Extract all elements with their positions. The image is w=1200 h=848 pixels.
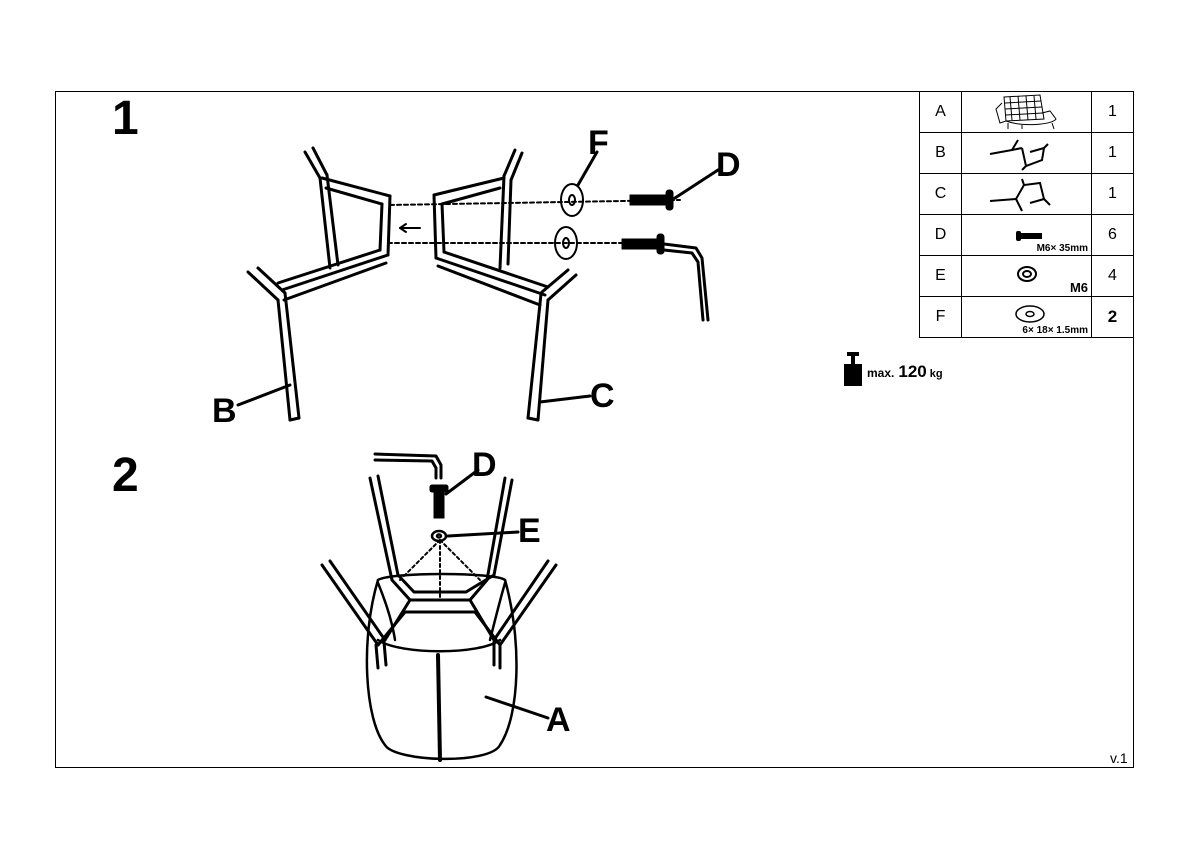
part-image [961,91,1092,133]
callout-a: A [546,701,571,739]
step2-guide-lines [399,539,481,601]
callout-e: E [518,512,541,550]
step2-allen-key [373,452,443,480]
parts-table: A 1 B 1 C [919,91,1134,338]
part-letter: B [919,132,962,174]
max-load-unit: kg [929,368,943,380]
part-qty: 4 [1091,255,1134,297]
part-spec: M6 [1069,280,1088,295]
step-number-2: 2 [112,449,139,502]
part-image [961,173,1092,215]
max-load-label: max. [867,366,895,380]
step2-leader-lines [444,468,550,720]
spring-washer-icon [1016,266,1037,282]
step1-washer-f [554,183,584,260]
max-load-value: 120 [898,362,927,381]
step1-guide-lines [387,199,681,244]
instruction-frame [55,91,1134,768]
step2-legs-frame [320,474,558,670]
part-letter: F [919,296,962,338]
callout-f: F [588,124,609,162]
leg-frame-c-icon [989,178,1051,212]
parts-row-d: D M6× 35mm 6 [919,214,1134,256]
part-qty: 1 [1091,132,1134,174]
step1-leg-frame-b [246,146,392,422]
step1-allen-key [662,242,710,322]
part-spec: M6× 35mm [1036,243,1088,254]
part-qty: 1 [1091,91,1134,133]
leg-frame-b-icon [989,139,1049,171]
step2-washer-e [430,529,448,543]
step1-bolt-d [621,189,674,255]
part-spec: 6× 18× 1.5mm [1022,325,1088,336]
part-image: M6 [961,255,1092,297]
step1-arrow [399,223,421,233]
parts-row-b: B 1 [919,132,1134,174]
step2-bolt-d [429,484,449,519]
step-number-1: 1 [112,92,139,145]
step1-leader-lines [236,150,720,407]
armchair-icon [994,94,1057,130]
step1-leg-frame-c [432,148,578,422]
part-letter: C [919,173,962,215]
parts-row-a: A 1 [919,91,1134,133]
callout-c: C [590,377,615,415]
part-letter: D [919,214,962,256]
parts-row-f: F 6× 18× 1.5mm 2 [919,296,1134,338]
part-image: M6× 35mm [961,214,1092,256]
part-image: 6× 18× 1.5mm [961,296,1092,338]
max-load: max. 120 kg [843,352,943,386]
step2-seat-a [365,572,518,762]
bolt-icon [1015,231,1042,241]
part-image [961,132,1092,174]
callout-d-step2: D [472,446,497,484]
part-letter: A [919,91,962,133]
callout-d: D [716,146,741,184]
part-qty: 2 [1091,296,1134,338]
part-qty: 1 [1091,173,1134,215]
parts-row-e: E M6 4 [919,255,1134,297]
callout-b: B [212,392,237,430]
part-letter: E [919,255,962,297]
weight-icon [844,352,862,386]
flat-washer-icon [1014,305,1045,323]
parts-row-c: C 1 [919,173,1134,215]
version-label: v.1 [1110,750,1128,766]
part-qty: 6 [1091,214,1134,256]
